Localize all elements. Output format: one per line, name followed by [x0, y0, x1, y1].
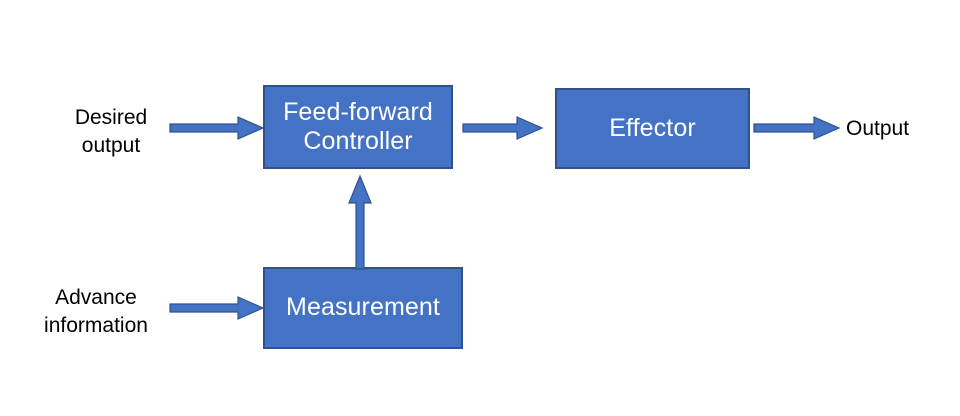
block-effector-label: Effector [609, 113, 696, 142]
arrow-desired-output-to-controller [169, 116, 265, 140]
arrow-measurement-to-controller [348, 174, 372, 270]
label-desired-output: Desired output [74, 106, 148, 157]
label-output: Output [846, 117, 910, 140]
arrow-advance-information-to-measurement [169, 296, 265, 320]
block-measurement-label: Measurement [286, 293, 440, 322]
block-effector[interactable]: Effector [555, 88, 750, 169]
arrow-controller-to-effector [462, 116, 544, 140]
label-advance-information: Advance information [44, 286, 148, 337]
arrow-effector-to-output [753, 116, 841, 140]
block-feed-forward-controller-label: Feed-forward Controller [283, 97, 433, 156]
block-feed-forward-controller[interactable]: Feed-forward Controller [263, 85, 453, 169]
block-measurement[interactable]: Measurement [263, 267, 463, 349]
